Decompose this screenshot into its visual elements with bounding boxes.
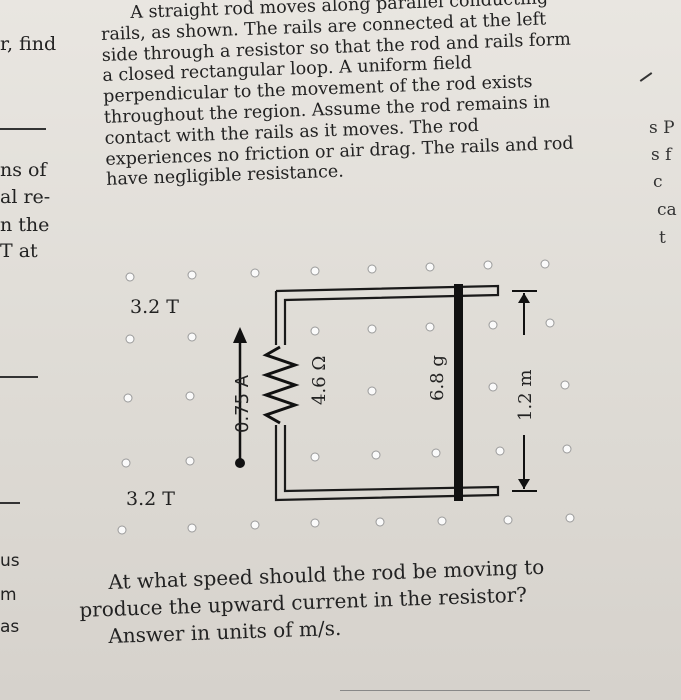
rod-length-label: 1.2 m — [515, 370, 536, 421]
field-dot — [185, 391, 195, 401]
margin-line-t-at: T at — [0, 240, 38, 262]
field-dot — [250, 268, 260, 278]
field-dot — [121, 458, 131, 468]
field-dot — [310, 326, 320, 336]
field-dot — [425, 262, 435, 272]
margin-line-the: n the — [0, 214, 50, 236]
resistance-label: 4.6 Ω — [309, 356, 330, 405]
field-dot — [367, 386, 377, 396]
margin-line-ns-of: ns of — [0, 159, 47, 181]
field-dot — [545, 318, 555, 328]
field-dot — [431, 448, 441, 458]
field-dot — [187, 270, 197, 280]
field-dot — [375, 517, 385, 527]
question-block: At what speed should the rod be moving t… — [78, 551, 620, 651]
field-dot — [560, 380, 570, 390]
circuit-figure: 3.2 T 3.2 T 0.75 A 4.6 Ω 6.8 g — [100, 255, 590, 555]
circuit-diagram: 3.2 T 3.2 T 0.75 A 4.6 Ω 6.8 g — [117, 259, 575, 535]
field-dot — [371, 450, 381, 460]
field-dot — [123, 393, 133, 403]
field-dot — [562, 444, 572, 454]
field-dot — [367, 264, 377, 274]
resistor-icon — [261, 345, 300, 425]
margin-line-us: us — [0, 551, 20, 571]
bottom-rail — [274, 425, 500, 502]
field-dot — [250, 520, 260, 530]
left-margin-text: r, find ns of al re- n the T at us m as — [0, 0, 70, 700]
field-dot — [540, 259, 550, 269]
current-arrow-up-icon — [233, 327, 247, 343]
field-dot — [503, 515, 513, 525]
margin-line-as: as — [0, 617, 20, 637]
margin-line-find: r, find — [0, 33, 57, 55]
margin-line-m: m — [0, 585, 17, 605]
field-dot — [185, 456, 195, 466]
rod-mass-label: 6.8 g — [427, 355, 448, 401]
field-dot — [483, 260, 493, 270]
top-rail — [274, 284, 500, 345]
margin-line-r4: ca — [657, 200, 677, 220]
field-dot — [310, 452, 320, 462]
field-dot — [495, 446, 505, 456]
margin-line-al-re: al re- — [0, 186, 51, 208]
right-margin-text: s P s f c ca t — [631, 0, 681, 700]
length-arrow-down-icon — [518, 479, 530, 489]
margin-line-r2: s f — [651, 145, 672, 165]
length-arrow-up-icon — [518, 293, 530, 303]
field-dot — [125, 272, 135, 282]
field-dot — [425, 322, 435, 332]
margin-divider — [0, 502, 20, 504]
field-dot — [117, 525, 127, 535]
margin-line-r5: t — [659, 228, 666, 248]
field-dot — [310, 266, 320, 276]
margin-line-r3: c — [653, 172, 663, 192]
field-dot — [367, 324, 377, 334]
field-dot — [488, 320, 498, 330]
margin-divider — [0, 128, 46, 130]
current-arrow-tail — [235, 458, 245, 468]
field-label-top: 3.2 T — [130, 296, 179, 318]
sliding-rod — [454, 284, 463, 501]
field-dot — [310, 518, 320, 528]
margin-divider — [0, 376, 38, 378]
field-dot — [565, 513, 575, 523]
problem-statement: A straight rod moves along parallel cond… — [100, 0, 576, 191]
field-dot — [125, 334, 135, 344]
field-dot — [437, 516, 447, 526]
current-label: 0.75 A — [232, 374, 253, 433]
field-dot — [187, 332, 197, 342]
problem-text: A straight rod moves along parallel cond… — [100, 0, 574, 191]
field-dot — [488, 382, 498, 392]
field-label-bottom: 3.2 T — [126, 488, 175, 510]
field-dot — [187, 523, 197, 533]
margin-line-r1: s P — [649, 118, 675, 138]
margin-mark — [639, 72, 653, 82]
answer-line — [340, 690, 590, 691]
